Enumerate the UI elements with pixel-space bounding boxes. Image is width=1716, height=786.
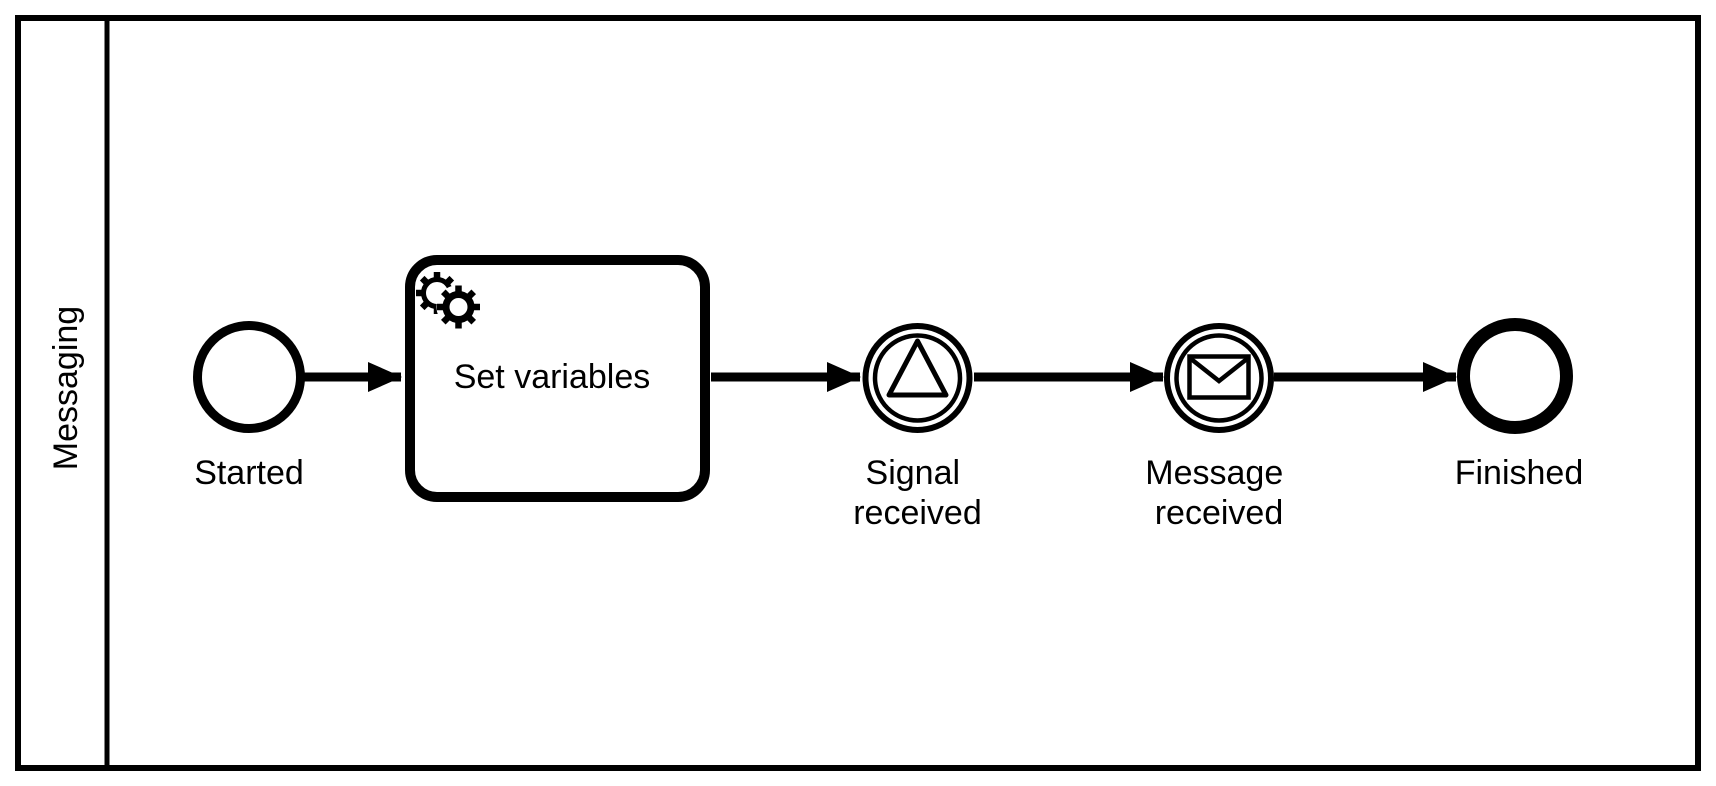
signal-triangle-icon [886, 338, 949, 398]
message-event-label: Message received [1145, 454, 1292, 532]
task-rect[interactable] [405, 255, 710, 502]
end-event-circle[interactable] [1457, 318, 1573, 434]
end-event-finished[interactable]: Finished [1455, 318, 1584, 493]
start-event-label: Started [194, 454, 304, 492]
start-event-started[interactable]: Started [193, 321, 305, 493]
end-event-label: Finished [1455, 454, 1584, 492]
service-task-set-variables[interactable]: Set variables [405, 255, 710, 502]
intermediate-signal-event[interactable]: Signal received [853, 323, 982, 532]
signal-event-inner-circle [872, 333, 963, 423]
task-label: Set variables [454, 358, 651, 396]
pool-label: Messaging [47, 306, 85, 470]
message-envelope-icon [1187, 354, 1251, 400]
start-event-circle[interactable] [193, 321, 305, 433]
signal-event-label: Signal received [853, 454, 982, 532]
intermediate-message-event[interactable]: Message received [1145, 323, 1292, 532]
service-gears-icon [416, 272, 481, 329]
